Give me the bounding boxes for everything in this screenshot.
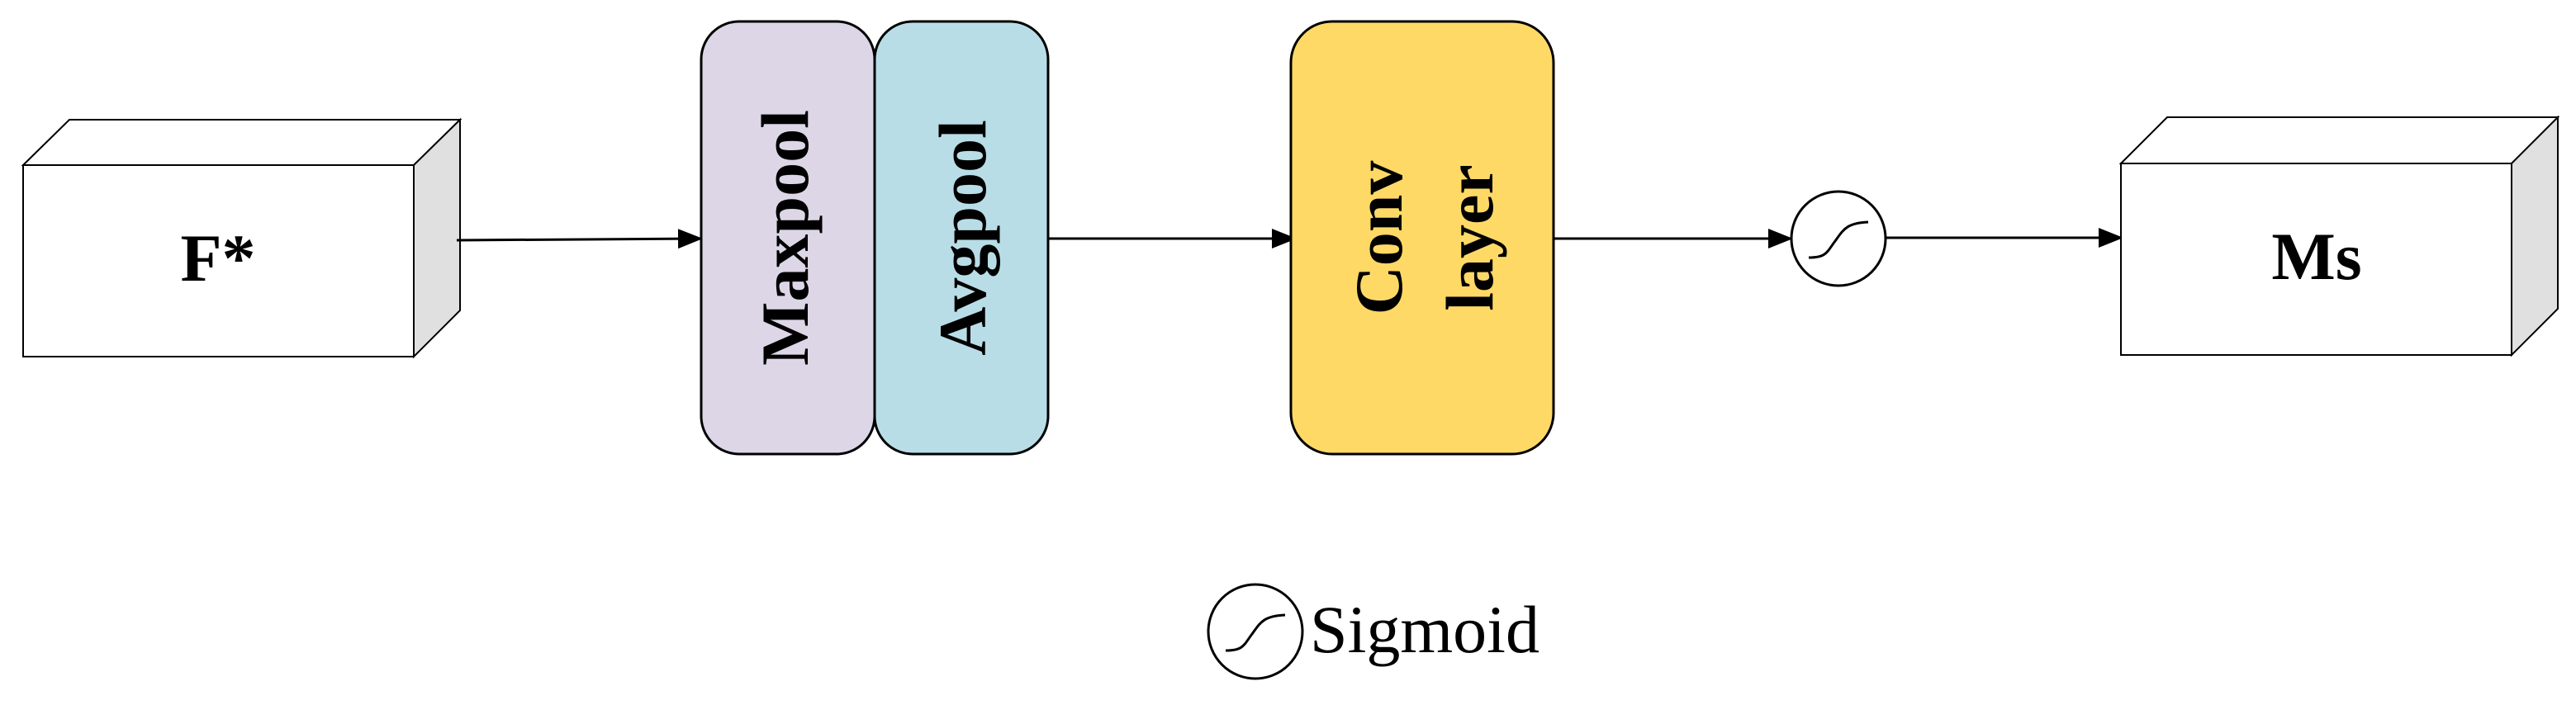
- output-block-front: [2120, 163, 2512, 356]
- conv-layer-label-line1: Conv: [1341, 161, 1416, 315]
- output-block-label: Ms: [2271, 219, 2361, 294]
- input-block-front: [22, 164, 415, 357]
- legend-sigmoid-icon: [1225, 613, 1286, 652]
- input-block-top: [21, 119, 463, 166]
- conv-layer-label-line2: layer: [1432, 164, 1507, 311]
- legend: Sigmoid: [1207, 583, 1539, 680]
- input-block-label: F*: [180, 220, 255, 296]
- maxpool-block: Maxpool: [700, 20, 876, 456]
- sigmoid-node: [1790, 190, 1887, 287]
- conv-layer-rect: [1289, 20, 1555, 456]
- sigmoid-icon: [1808, 220, 1869, 259]
- sigmoid-node-circle: [1790, 190, 1887, 287]
- output-block-top: [2118, 116, 2560, 164]
- legend-sigmoid-circle: [1207, 583, 1304, 680]
- avgpool-label: Avgpool: [925, 120, 1000, 356]
- avgpool-block: Avgpool: [873, 20, 1050, 456]
- input-feature-block: F*: [21, 117, 463, 359]
- maxpool-label: Maxpool: [747, 110, 823, 366]
- conv-layer-block: Conv layer: [1289, 20, 1555, 456]
- legend-label: Sigmoid: [1310, 592, 1539, 667]
- output-block: Ms: [2118, 115, 2560, 357]
- arrow-input-to-pool: [456, 229, 703, 249]
